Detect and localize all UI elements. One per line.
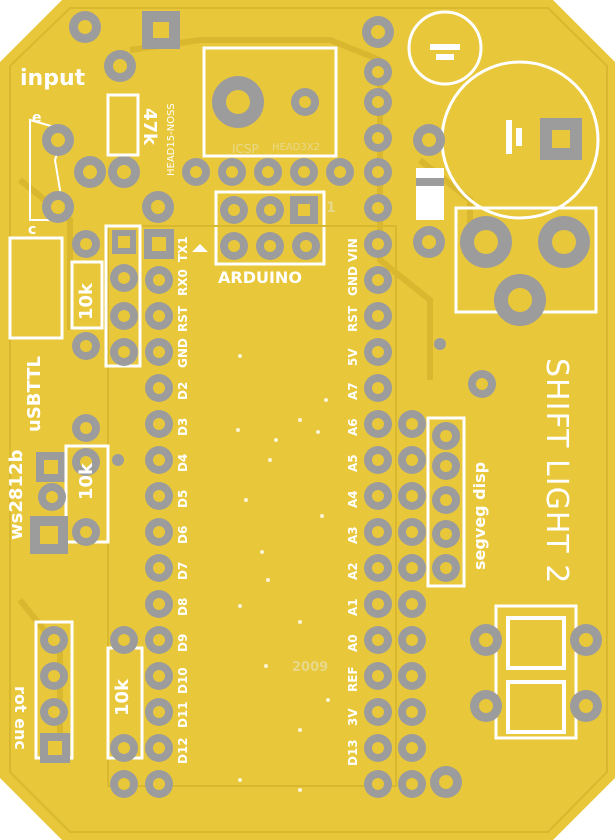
label-rot-enc: rot enc — [11, 686, 30, 750]
segveg-column-b — [432, 422, 460, 582]
label-c: c — [28, 222, 37, 238]
pin-label-d3: D3 — [176, 417, 190, 436]
label-head15: HEAD15-NOSS — [166, 103, 177, 176]
label-segveg: segveg disp — [470, 461, 489, 570]
pin-label-d5: D5 — [176, 489, 190, 508]
pin-label-a2: A2 — [346, 562, 360, 580]
pin-label-a0: A0 — [346, 634, 360, 652]
label-ws2812b: ws2812b — [6, 449, 27, 540]
pin-label-rx0: RX0 — [176, 269, 190, 296]
label-icsp: ICSP — [232, 142, 259, 156]
pin-label-d8: D8 — [176, 597, 190, 616]
pin-label-rst: RST — [176, 305, 190, 332]
label-e: e — [32, 110, 42, 126]
pin-label-a3: A3 — [346, 526, 360, 544]
label-10k-c: 10k — [112, 678, 133, 716]
small-capacitor — [407, 10, 483, 86]
pin-label-ref: REF — [346, 666, 360, 692]
pin-label-d10: D10 — [176, 667, 190, 694]
pin-label-gnd-r: GND — [346, 266, 360, 296]
label-icsp-header: HEAD3X2 — [272, 142, 320, 153]
pin-label-d9: D9 — [176, 633, 190, 652]
pin-label-d4: D4 — [176, 453, 190, 472]
label-47k: 47k — [139, 108, 160, 146]
pin-label-rst-r: RST — [346, 305, 360, 332]
pin-label-tx1: TX1 — [176, 236, 190, 262]
arduino-left-header — [144, 229, 174, 798]
board-title: SHIFT LIGHT 2 — [539, 358, 574, 585]
label-one: 1 — [326, 200, 336, 216]
pin-label-a7: A7 — [346, 382, 360, 400]
label-10k-a: 10k — [76, 282, 97, 320]
label-arduino: ARDUINO — [218, 268, 302, 287]
pin-label-a5: A5 — [346, 454, 360, 472]
pin-label-d7: D7 — [176, 561, 190, 580]
pin-label-d13: D13 — [346, 739, 360, 766]
pin-label-a1: A1 — [346, 598, 360, 616]
label-input: input — [20, 66, 86, 91]
pin-label-d6: D6 — [176, 525, 190, 544]
label-year: 2009 — [292, 660, 329, 675]
pin-label-3v: 3V — [346, 708, 360, 726]
pin-label-gnd: GND — [176, 338, 190, 368]
label-10k-b: 10k — [76, 462, 97, 500]
pin-label-5v: 5V — [346, 348, 360, 366]
pin-label-a4: A4 — [346, 490, 360, 508]
arduino-right-header — [364, 58, 392, 798]
segveg-column-a — [398, 410, 426, 798]
pin-label-d12: D12 — [176, 737, 190, 764]
pin-label-a6: A6 — [346, 418, 360, 436]
pin-label-d11: D11 — [176, 701, 190, 728]
label-usbttl: uSBTTL — [24, 356, 45, 432]
pin-label-vin: VIN — [346, 238, 360, 262]
pin-label-d2: D2 — [176, 381, 190, 400]
